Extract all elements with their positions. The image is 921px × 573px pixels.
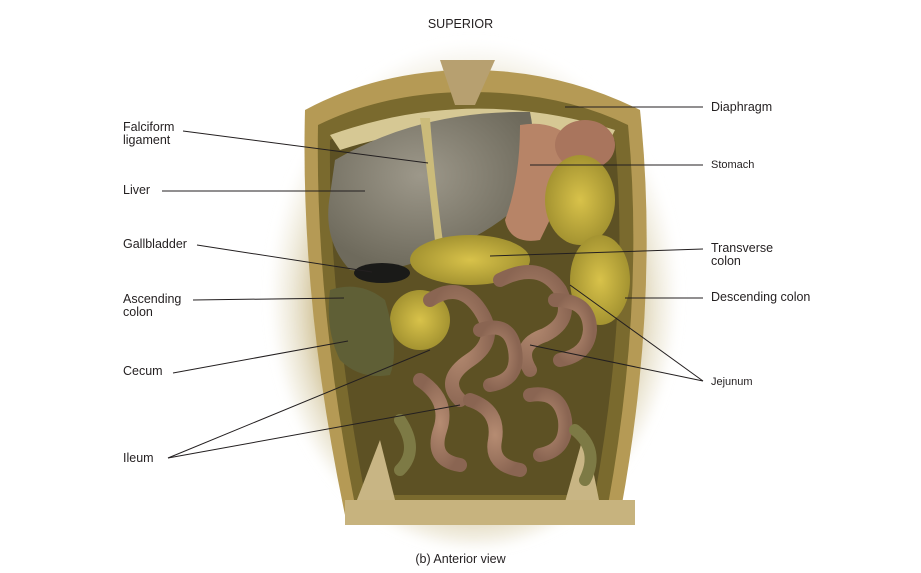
falciform-ligament-shape <box>420 118 444 250</box>
ileum-loops <box>394 414 597 486</box>
leader-lines <box>162 106 704 459</box>
label-gallbladder: Gallbladder <box>123 237 187 251</box>
label-ascending-colon: Ascending colon <box>123 292 182 319</box>
leader-gallbladder <box>196 244 373 273</box>
label-diaphragm: Diaphragm <box>711 100 773 114</box>
omentum-fat <box>390 155 630 350</box>
label-descending-colon: Descending colon <box>711 290 811 304</box>
leader-ileum-1 <box>167 349 431 459</box>
label-falciform-ligament: Falciform ligament <box>123 120 175 147</box>
label-ileum: Ileum <box>123 451 154 465</box>
leader-ileum-2 <box>167 404 461 459</box>
orientation-label: SUPERIOR <box>427 17 494 31</box>
label-cecum: Cecum <box>123 364 163 378</box>
leader-jejunum-2 <box>529 344 704 382</box>
leader-cecum <box>172 340 349 374</box>
label-transverse-colon: Transverse colon <box>711 241 774 268</box>
leader-falciform <box>182 130 429 164</box>
label-stomach: Stomach <box>711 159 755 171</box>
gallbladder-shape <box>354 263 410 283</box>
small-intestine <box>413 265 598 477</box>
label-jejunum: Jejunum <box>711 376 753 388</box>
label-liver: Liver <box>123 183 151 197</box>
leader-ascending <box>192 297 345 301</box>
leader-transverse <box>489 248 704 257</box>
figure-caption: (b) Anterior view <box>415 552 506 566</box>
leader-jejunum-1 <box>569 284 704 382</box>
diaphragm-shape <box>330 108 615 150</box>
ascending-colon-shape <box>328 286 394 376</box>
